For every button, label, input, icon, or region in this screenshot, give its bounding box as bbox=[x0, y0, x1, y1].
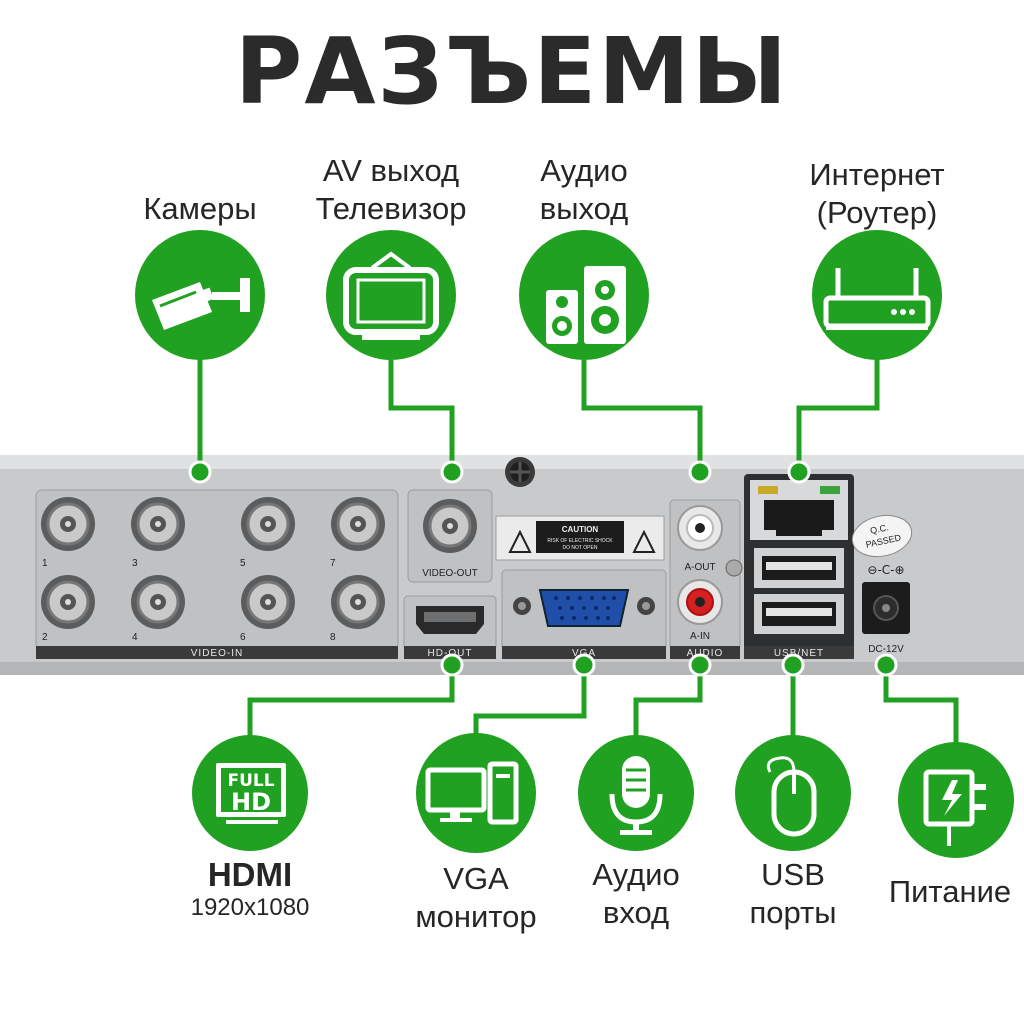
label-vga: VGA монитор bbox=[392, 860, 560, 936]
bnc-port bbox=[241, 497, 295, 551]
video-out-label: VIDEO-OUT bbox=[422, 568, 478, 579]
microphone-icon bbox=[578, 735, 694, 851]
vga-label: VGA bbox=[572, 648, 596, 659]
port-number: 6 bbox=[240, 632, 246, 643]
panel-screw bbox=[505, 457, 535, 487]
caution-text: DO NOT OPEN bbox=[563, 545, 598, 551]
label-audio-in: Аудио вход bbox=[566, 856, 706, 932]
label-text: монитор bbox=[415, 899, 537, 934]
bnc-port bbox=[41, 497, 95, 551]
label-cameras: Камеры bbox=[120, 190, 280, 228]
dc-power-jack: ⊖-C-⊕ DC-12V bbox=[862, 563, 910, 655]
caution-sticker: CAUTION RISK OF ELECTRIC SHOCK DO NOT OP… bbox=[495, 515, 665, 561]
label-text: AV выход bbox=[322, 153, 460, 188]
label-usb: USB порты bbox=[728, 856, 858, 932]
speakers-icon bbox=[519, 230, 649, 360]
hd-out-label: HD-OUT bbox=[428, 648, 473, 659]
port-number: 1 bbox=[42, 558, 48, 569]
video-in-label: VIDEO-IN bbox=[191, 648, 243, 659]
vga-block: VGA bbox=[501, 569, 667, 659]
port-number: 2 bbox=[42, 632, 48, 643]
bnc-port bbox=[241, 575, 295, 629]
camera-icon bbox=[135, 230, 265, 360]
label-text: порты bbox=[749, 895, 837, 930]
caution-title: CAUTION bbox=[562, 525, 599, 534]
full-hd-icon: FULL HD bbox=[192, 735, 308, 851]
qc-passed-sticker: Q.C. PASSED bbox=[851, 514, 913, 558]
label-text: HDMI bbox=[207, 856, 293, 893]
label-power: Питание bbox=[876, 873, 1024, 911]
monitor-pc-icon bbox=[416, 733, 536, 853]
port-number: 4 bbox=[132, 632, 138, 643]
a-out-label: A-OUT bbox=[684, 562, 715, 573]
page-title: РАЗЪЕМЫ bbox=[234, 18, 790, 125]
bnc-port bbox=[331, 497, 385, 551]
svg-text:FULL: FULL bbox=[227, 771, 274, 791]
mouse-icon bbox=[735, 735, 851, 851]
audio-block: A-OUT A-IN AUDIO bbox=[669, 499, 743, 659]
port-number: 3 bbox=[132, 558, 138, 569]
label-internet: Интернет (Роутер) bbox=[782, 156, 972, 232]
dc-label: DC-12V bbox=[868, 644, 904, 655]
usb-net-block: USB/NET bbox=[744, 474, 854, 659]
label-text: (Роутер) bbox=[816, 195, 938, 230]
bnc-port bbox=[331, 575, 385, 629]
port-number: 5 bbox=[240, 558, 246, 569]
label-text: Интернет bbox=[809, 157, 945, 192]
audio-label: AUDIO bbox=[687, 648, 724, 659]
label-text: вход bbox=[602, 895, 670, 930]
connector-dots bbox=[188, 460, 898, 677]
usb-net-label: USB/NET bbox=[774, 648, 824, 659]
label-audio-out: Аудио выход bbox=[504, 152, 664, 228]
label-text: Телевизор bbox=[315, 191, 467, 226]
label-text: Питание bbox=[888, 874, 1012, 909]
hd-out-block: HD-OUT bbox=[403, 595, 497, 659]
power-adapter-icon bbox=[898, 742, 1014, 858]
bnc-port bbox=[131, 497, 185, 551]
label-hdmi: HDMI 1920x1080 bbox=[170, 856, 330, 922]
label-sub-text: 1920x1080 bbox=[190, 894, 310, 921]
port-number: 7 bbox=[330, 558, 336, 569]
svg-text:HD: HD bbox=[231, 788, 271, 816]
video-out-block: VIDEO-OUT bbox=[407, 489, 493, 583]
label-text: Аудио bbox=[592, 857, 680, 892]
port-number: 8 bbox=[330, 632, 336, 643]
label-text: выход bbox=[539, 191, 629, 226]
qc-text: Q.C. bbox=[869, 522, 889, 536]
bnc-port bbox=[41, 575, 95, 629]
label-text: Аудио bbox=[540, 153, 628, 188]
svg-text:⊖-C-⊕: ⊖-C-⊕ bbox=[867, 563, 904, 577]
video-in-block: VIDEO-IN 1 3 5 7 2 4 6 8 bbox=[35, 489, 399, 659]
a-in-label: A-IN bbox=[690, 631, 710, 642]
caution-text: RISK OF ELECTRIC SHOCK bbox=[547, 538, 613, 544]
connector-lines bbox=[197, 356, 959, 748]
label-text: VGA bbox=[443, 861, 509, 896]
label-text: Камеры bbox=[143, 191, 257, 226]
label-av-out: AV выход Телевизор bbox=[296, 152, 486, 228]
bnc-port bbox=[131, 575, 185, 629]
router-icon bbox=[812, 230, 942, 360]
label-text: USB bbox=[761, 857, 825, 892]
tv-icon bbox=[326, 230, 456, 360]
